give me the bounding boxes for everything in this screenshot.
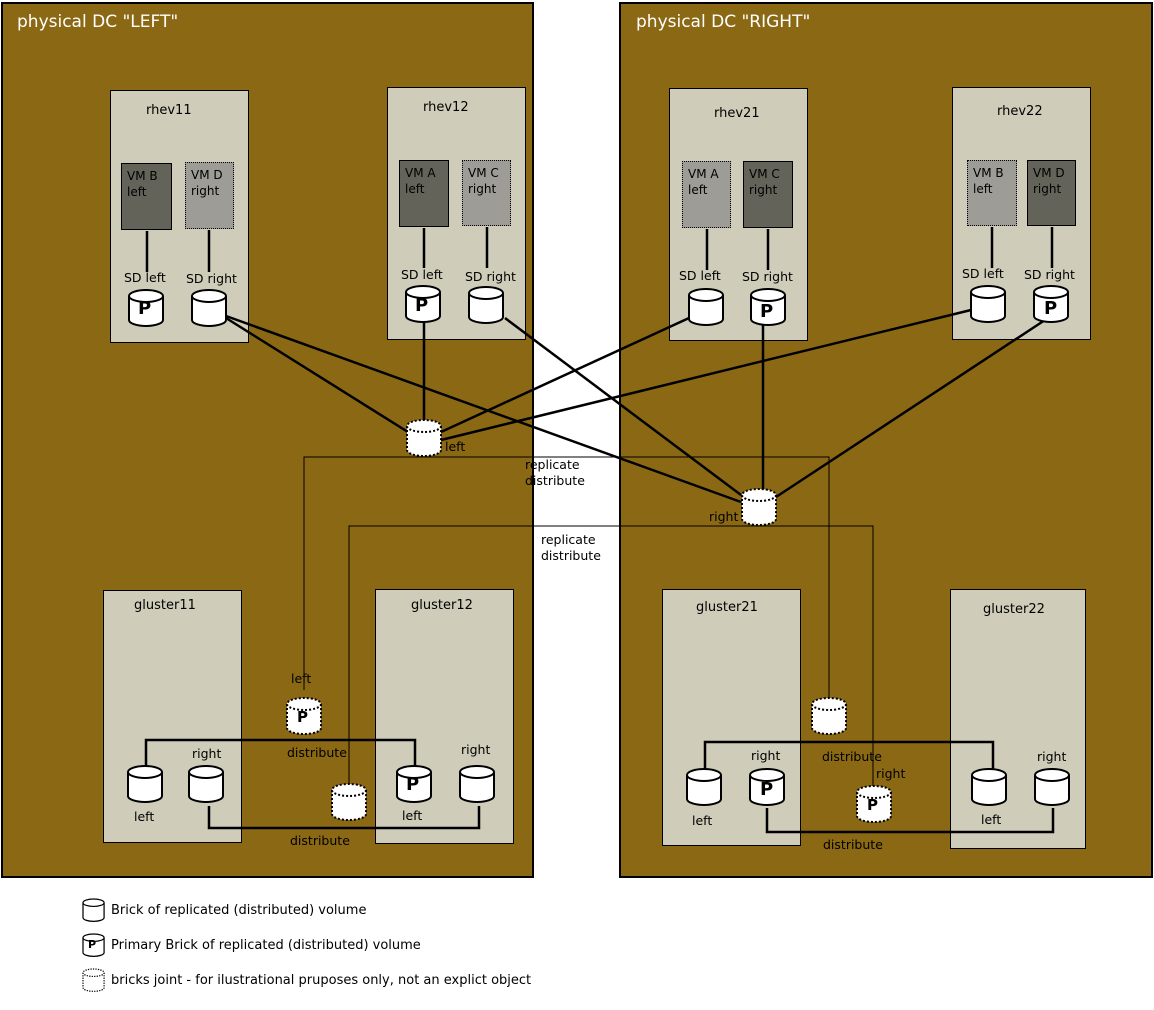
distribute-label: distribute xyxy=(823,837,883,852)
vm-name: VM B xyxy=(973,166,1004,180)
vm-name: VM A xyxy=(405,166,436,180)
replicate-distribute-lines xyxy=(303,456,874,788)
sd-to-joint-lines xyxy=(225,308,1046,504)
distribute-label: distribute xyxy=(525,473,585,488)
vm-box-rhev12-vm-c: VM C right xyxy=(462,160,511,226)
vm-side: right xyxy=(468,182,497,196)
host-rhev11-title: rhev11 xyxy=(146,103,192,118)
distribute-line-left-a xyxy=(144,738,417,768)
vm-box-rhev12-vm-a: VM A left xyxy=(399,160,449,227)
host-gluster12-title: gluster12 xyxy=(411,598,473,613)
distribute-line-left-b xyxy=(207,806,481,830)
sd-label: SD left xyxy=(401,267,443,282)
brick-label: left xyxy=(134,809,155,824)
brick-label: left xyxy=(692,813,713,828)
primary-marker: P xyxy=(760,779,774,800)
vm-side: right xyxy=(191,184,220,198)
vm-box-rhev11-vm-b: VM B left xyxy=(121,163,172,230)
vm-name: VM D xyxy=(191,168,223,182)
sd-label: SD left xyxy=(124,270,166,285)
host-gluster11-title: gluster11 xyxy=(134,598,196,613)
primary-marker: P xyxy=(138,298,152,319)
brick-label: left xyxy=(402,808,423,823)
vm-box-rhev21-vm-c: VM C right xyxy=(743,161,793,228)
sd-label: SD right xyxy=(742,269,793,284)
vm-name: VM D xyxy=(1033,166,1065,180)
gluster-brick-cylinders xyxy=(127,765,1070,806)
replicate-label: replicate xyxy=(541,532,596,547)
primary-marker: P xyxy=(867,796,878,814)
primary-marker: P xyxy=(88,938,97,951)
legend-primary-brick-text: Primary Brick of replicated (distributed… xyxy=(111,938,421,953)
brick-label: right xyxy=(1037,749,1067,764)
brick-label: left xyxy=(981,812,1002,827)
host-rhev21-title: rhev21 xyxy=(714,106,760,121)
distribute-line-right-a xyxy=(703,740,995,770)
sd-label: SD right xyxy=(465,269,516,284)
vm-name: VM C xyxy=(468,166,499,180)
vm-name: VM C xyxy=(749,167,780,181)
vm-side: left xyxy=(973,182,993,196)
sd-label: SD left xyxy=(962,266,1004,281)
distribute-label: distribute xyxy=(287,745,347,760)
host-gluster22 xyxy=(950,589,1086,849)
distribute-line-right-b xyxy=(765,808,1055,834)
primary-marker: P xyxy=(406,774,420,795)
vm-name: VM B xyxy=(127,169,158,183)
primary-marker: P xyxy=(1044,298,1058,319)
host-gluster12 xyxy=(375,589,514,844)
vm-to-sd-lines xyxy=(145,227,1054,272)
sd-label: SD left xyxy=(679,268,721,283)
vm-side: left xyxy=(405,182,425,196)
sd-label: SD right xyxy=(1024,267,1075,282)
brick-label: right xyxy=(192,746,222,761)
brick-label: right xyxy=(751,748,781,763)
primary-marker: P xyxy=(760,301,774,322)
host-gluster22-title: gluster22 xyxy=(983,602,1045,617)
host-gluster21-title: gluster21 xyxy=(696,600,758,615)
gluster-joint-right-label: right xyxy=(876,766,906,781)
vm-side: right xyxy=(749,183,778,197)
vm-box-rhev22-vm-b: VM B left xyxy=(967,160,1017,226)
distribute-lines xyxy=(144,738,1055,834)
replicate-line-right xyxy=(348,525,874,788)
sd-label: SD right xyxy=(186,271,237,286)
vm-box-rhev22-vm-d: VM D right xyxy=(1027,160,1076,226)
host-rhev12-title: rhev12 xyxy=(423,100,469,115)
vm-box-rhev21-vm-a: VM A left xyxy=(682,161,731,228)
legend-joint-text: bricks joint - for ilustrational prupose… xyxy=(111,973,532,988)
distribute-label: distribute xyxy=(822,749,882,764)
legend-brick-text: Brick of replicated (distributed) volume xyxy=(111,903,367,918)
replicate-label: replicate xyxy=(525,457,580,472)
vm-box-rhev11-vm-d: VM D right xyxy=(185,162,234,229)
joint-left-label: left xyxy=(445,439,466,454)
gluster-joint-left-label: left xyxy=(291,671,312,686)
primary-marker: P xyxy=(415,295,429,316)
joint-right-label: right xyxy=(709,509,739,524)
brick-label: right xyxy=(461,742,491,757)
vm-name: VM A xyxy=(688,167,719,181)
distribute-label: distribute xyxy=(290,833,350,848)
datacenter-right-title: physical DC "RIGHT" xyxy=(636,12,811,32)
replicate-line-left xyxy=(303,456,830,700)
datacenter-left-title: physical DC "LEFT" xyxy=(17,12,179,32)
distribute-label: distribute xyxy=(541,548,601,563)
host-rhev22-title: rhev22 xyxy=(997,104,1043,119)
vm-side: left xyxy=(688,183,708,197)
vm-side: right xyxy=(1033,182,1062,196)
primary-marker: P xyxy=(297,708,308,726)
vm-side: left xyxy=(127,185,147,199)
